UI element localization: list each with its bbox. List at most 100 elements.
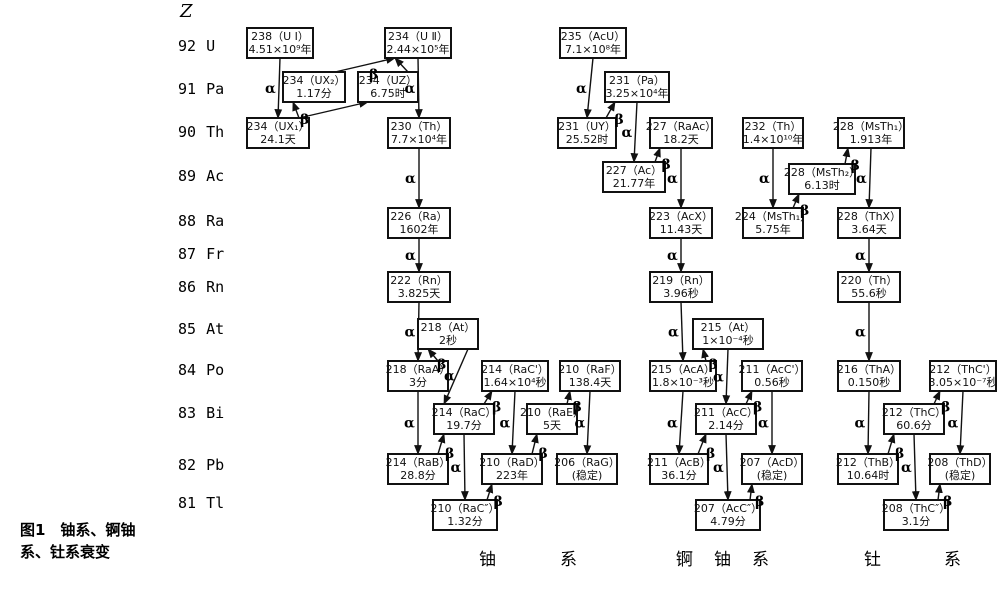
nuclide-box-raD: 210（RaD）223年 (479, 453, 545, 485)
nuclide-box-border (387, 207, 451, 239)
nuclide-mass-label: 208（ThC″） (882, 502, 950, 515)
nuclide-mass-label: 212（ThC'） (929, 363, 996, 376)
decay-label-alpha: α (405, 248, 416, 264)
nuclide-half-life: 3.25×10⁴年 (605, 86, 668, 100)
decay-label-alpha: α (667, 248, 678, 264)
decay-arrows (274, 56, 965, 501)
nuclide-box-border (556, 453, 618, 485)
decay-label-alpha: α (856, 171, 867, 187)
decay-label-alpha: α (575, 416, 586, 432)
element-symbol: Bi (206, 404, 224, 422)
nuclide-mass-label: 228（MsTh₂） (784, 166, 860, 179)
atomic-number: 85 (178, 320, 196, 338)
nuclide-box-border (649, 117, 713, 149)
nuclide-half-life: 19.7分 (446, 419, 482, 432)
nuclide-box-border (282, 71, 346, 103)
decay-label-beta: β (445, 446, 454, 462)
nuclide-half-life: 18.2天 (663, 133, 699, 146)
series-label-uranium-1: 铀 (479, 550, 496, 570)
decay-arrow-acB-acC (697, 433, 707, 455)
decay-label-beta: β (492, 400, 501, 416)
nuclide-half-life: 4.51×10⁹年 (248, 42, 311, 56)
nuclide-box-border (526, 403, 578, 435)
nuclide-mass-label: 214（RaC） (432, 406, 497, 419)
nuclide-mass-label: 208（ThD） (927, 456, 992, 469)
decay-label-alpha: α (265, 81, 276, 97)
nuclide-mass-label: 215（At） (701, 321, 756, 334)
element-symbol: U (206, 37, 215, 55)
nuclide-mass-label: 230（Th） (391, 120, 448, 133)
nuclide-half-life: (稳定) (945, 468, 976, 482)
nuclide-box-border (883, 499, 949, 531)
nuclide-box-acD: 207（AcD）(稳定) (740, 453, 804, 485)
decay-label-beta: β (941, 400, 950, 416)
decay-label-beta: β (662, 157, 671, 173)
nuclide-box-border (433, 403, 495, 435)
decay-arrow-acA-at215 (701, 348, 709, 362)
nuclide-mass-label: 228（MsTh₁） (833, 120, 909, 133)
nuclide-half-life: 223年 (496, 468, 528, 482)
nuclide-box-border (604, 71, 670, 103)
nuclide-box-border (387, 271, 451, 303)
decay-arrow-raD-raE (531, 433, 539, 455)
decay-arrow-thC1-thD (956, 390, 965, 455)
nuclide-box-rn222: 222（Rn）3.825天 (387, 271, 451, 303)
nuclide-box-thD: 208（ThD）(稳定) (927, 453, 993, 485)
nuclide-half-life: (稳定) (757, 468, 788, 482)
nuclide-box-thC2: 208（ThC″）3.1分 (882, 499, 950, 531)
decay-arrow-raE-raF (564, 390, 572, 405)
atomic-number: 89 (178, 167, 196, 185)
decay-type-labels: αββααααβααββααβββααβαβαααβααββααβαββαααα… (265, 67, 959, 510)
decay-label-alpha: α (404, 416, 415, 432)
nuclide-box-border (649, 271, 713, 303)
nuclide-mass-label: 223（AcX） (649, 210, 713, 223)
nuclide-box-border (741, 453, 803, 485)
atomic-number: 92 (178, 37, 196, 55)
nuclide-box-border (357, 71, 419, 103)
nuclide-mass-label: 235（AcU） (561, 30, 625, 43)
element-symbol: Pa (206, 80, 224, 98)
nuclide-half-life: 0.150秒 (848, 375, 891, 389)
nuclide-box-border (929, 360, 997, 392)
nuclide-half-life: 1602年 (400, 222, 439, 236)
decay-arrow-ra224-msTh2 (791, 193, 800, 209)
decay-label-beta: β (437, 357, 446, 373)
nuclide-box-ac227: 227（Ac）21.77年 (602, 161, 666, 193)
nuclide-mass-label: 224（MsTh₁） (735, 210, 811, 223)
nuclide-mass-label: 234（U Ⅱ） (388, 30, 448, 43)
decay-arrow-raA-at218 (427, 348, 439, 362)
decay-arrow-pa231-ac227 (630, 101, 639, 163)
decay-arrow-acU-uY (583, 57, 594, 119)
decay-label-alpha: α (444, 369, 455, 385)
nuclide-box-border (649, 360, 717, 392)
z-axis-label: Z (179, 1, 193, 22)
nuclide-box-uZ: 234（UZ）6.75时 (357, 71, 419, 103)
decay-label-beta: β (755, 494, 764, 510)
nuclide-box-msTh1: 228（MsTh₁）1.913年 (833, 117, 909, 149)
nuclide-mass-label: 219（Rn） (652, 274, 710, 287)
nuclide-mass-label: 210（RaC″） (431, 502, 500, 515)
nuclide-box-ra224: 224（MsTh₁）5.75年 (735, 207, 811, 239)
nuclide-box-acU: 235（AcU）7.1×10⁸年 (559, 27, 627, 59)
nuclide-mass-label: 215（AcA） (651, 363, 715, 376)
nuclide-box-border (602, 161, 666, 193)
decay-arrow-raF-raG (583, 390, 592, 455)
nuclide-box-acC1: 211（AcC'）0.56秒 (738, 360, 806, 392)
nuclide-mass-label: 206（RaG） (554, 456, 620, 469)
decay-arrow-acC-acC1 (744, 390, 753, 405)
nuclide-half-life: 55.6秒 (851, 286, 887, 300)
decay-label-alpha: α (667, 171, 678, 187)
nuclide-mass-label: 214（RaB） (386, 456, 451, 469)
nuclide-box-raF: 210（RaF）138.4天 (558, 360, 622, 392)
decay-arrow-at218-raC (443, 348, 469, 405)
decay-arrow-uZ-u234 (394, 57, 409, 73)
nuclide-box-border (649, 207, 713, 239)
nuclide-mass-label: 222（Rn） (390, 274, 448, 287)
decay-label-alpha: α (451, 460, 462, 476)
nuclide-mass-label: 218（RaA） (386, 363, 451, 376)
